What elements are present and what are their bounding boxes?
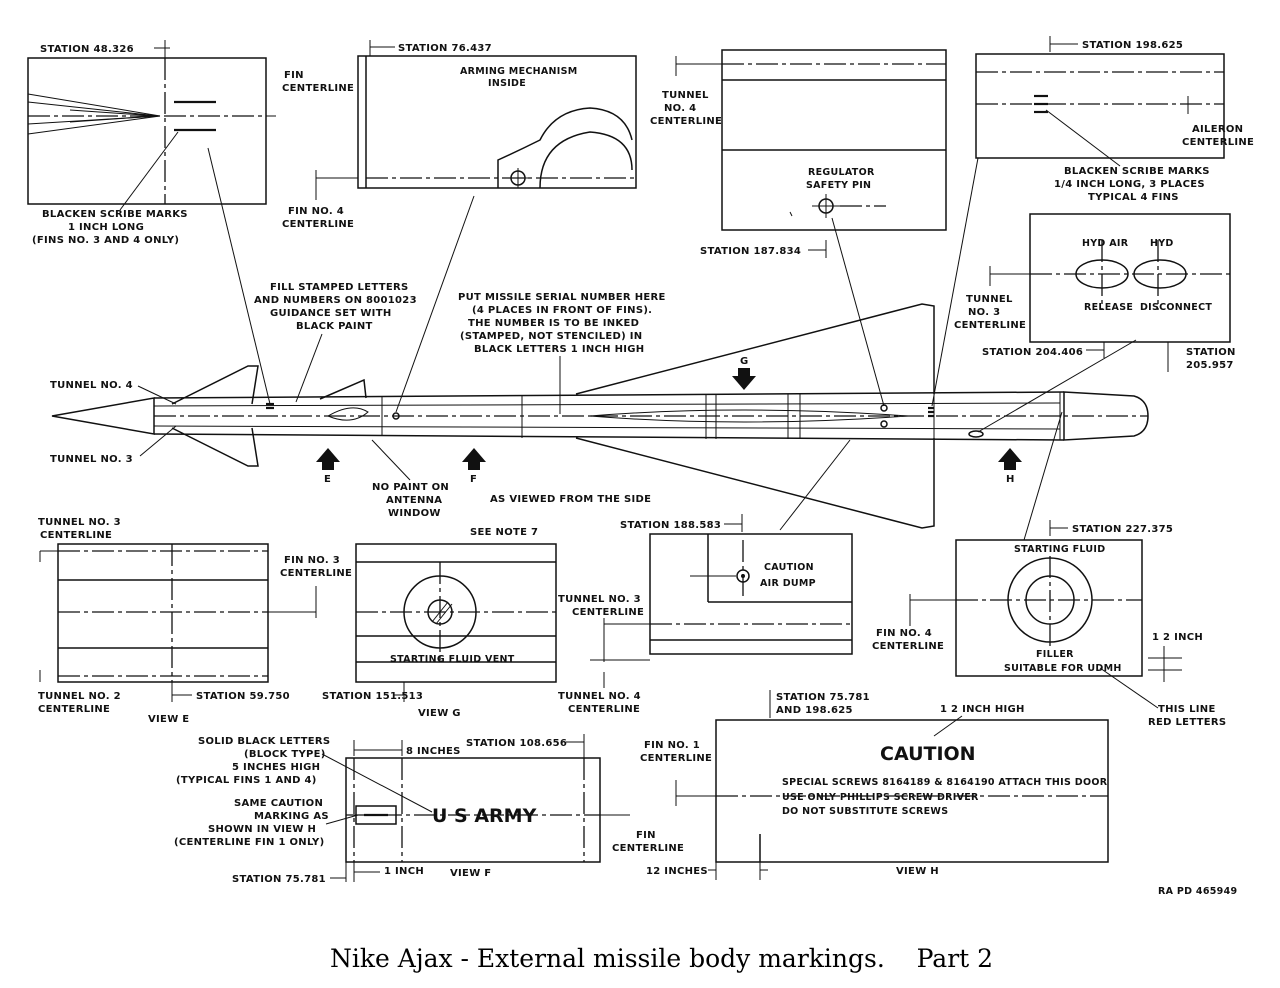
half-inch-label: 1 2 INCH: [1152, 632, 1203, 643]
caution-line-3: DO NOT SUBSTITUTE SCREWS: [782, 806, 948, 817]
starting-fluid-station: STATION 227.375: [1072, 524, 1173, 535]
tunnel3-side-label: TUNNEL NO. 3: [50, 454, 133, 465]
caution-title: CAUTION: [880, 743, 976, 765]
disconnect-label: DISCONNECT: [1140, 302, 1212, 313]
view-arrow-h: H: [998, 448, 1022, 485]
one-inch-label: 1 INCH: [384, 866, 424, 877]
hyd-air-label: HYD AIR: [1082, 238, 1129, 249]
view-e-station: STATION 59.750: [196, 691, 290, 702]
filler-label: FILLER: [1036, 649, 1074, 660]
as-viewed-label: AS VIEWED FROM THE SIDE: [490, 494, 651, 505]
caution-line-2: USE ONLY PHILLIPS SCREW DRIVER: [782, 792, 979, 803]
arrow-h-label: H: [1006, 474, 1015, 485]
station-187-label: STATION 187.834: [700, 246, 801, 257]
twelve-inches-label: 12 INCHES: [646, 866, 708, 877]
reference-number: RA PD 465949: [1158, 886, 1237, 897]
view-starting-fluid: STATION 227.375 STARTING FLUID FILLER SU…: [872, 520, 1226, 728]
solid-letters-label: SOLID BLACK LETTERS(BLOCK TYPE)5 INCHES …: [176, 736, 330, 786]
us-army-text: U S ARMY: [432, 805, 537, 827]
arrow-e-label: E: [324, 474, 331, 485]
half-high-label: 1 2 INCH HIGH: [940, 704, 1025, 715]
eight-inches-label: 8 INCHES: [406, 746, 461, 757]
tunnel4-side-label: TUNNEL NO. 4: [50, 380, 133, 391]
view-f-title: VIEW F: [450, 868, 491, 879]
station-204-label: STATION 204.406: [982, 347, 1083, 358]
air-dump-label: AIR DUMP: [760, 578, 816, 589]
release-label: RELEASE: [1084, 302, 1133, 313]
view-f: SOLID BLACK LETTERS(BLOCK TYPE)5 INCHES …: [174, 734, 684, 885]
view-air-dump: STATION 188.583 CAUTION AIR DUMP TUNNEL …: [558, 514, 853, 715]
view-arrow-g: G: [732, 356, 756, 390]
station-198-label: STATION 198.625: [1082, 40, 1183, 51]
missile-side-view: TUNNEL NO. 4 TUNNEL NO. 3 FILL STAMPED L…: [50, 147, 1149, 541]
serial-number-label: PUT MISSILE SERIAL NUMBER HERE(4 PLACES …: [458, 292, 666, 355]
suitable-label: SUITABLE FOR UDMH: [1004, 663, 1122, 674]
view-g-title: VIEW G: [418, 708, 461, 719]
air-dump-station: STATION 188.583: [620, 520, 721, 531]
view-g-note: SEE NOTE 7: [470, 527, 538, 538]
station-48-label: STATION 48.326: [40, 44, 134, 55]
figure-caption: Nike Ajax - External missile body markin…: [330, 944, 993, 973]
starting-fluid-vent: STARTING FLUID VENT: [390, 654, 515, 665]
view-e-title: VIEW E: [148, 714, 189, 725]
view-f-station2: STATION 75.781: [232, 874, 326, 885]
hyd-label: HYD: [1150, 238, 1174, 249]
arrow-g-label: G: [740, 356, 749, 367]
air-dump-caution: CAUTION: [764, 562, 814, 573]
view-h-title: VIEW H: [896, 866, 939, 877]
caution-line-1: SPECIAL SCREWS 8164189 & 8164190 ATTACH …: [782, 777, 1108, 788]
view-arrow-e: E: [316, 448, 340, 485]
arrow-f-label: F: [470, 474, 477, 485]
view-arrow-f: F: [462, 448, 486, 485]
station-76-label: STATION 76.437: [398, 43, 492, 54]
view-f-station: STATION 108.656: [466, 738, 567, 749]
view-g-station: STATION 151.513: [322, 691, 423, 702]
starting-fluid-title: STARTING FLUID: [1014, 544, 1105, 555]
view-g: SEE NOTE 7 STARTING FLUID VENT STATION 1…: [322, 527, 557, 719]
